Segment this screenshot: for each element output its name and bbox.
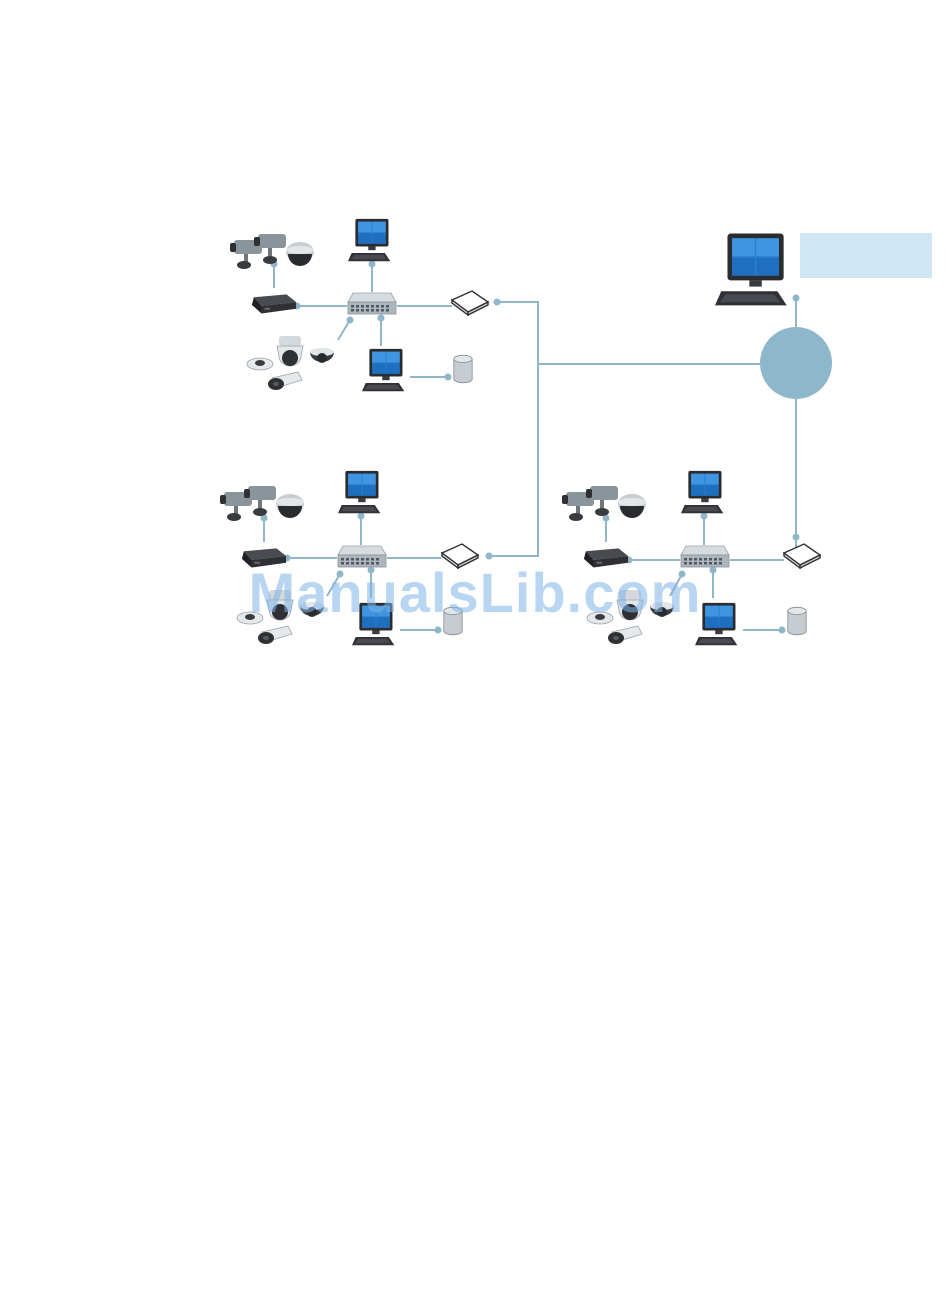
camera-group-icon	[220, 486, 304, 521]
computer-icon	[338, 471, 380, 513]
connection-dot	[369, 261, 376, 268]
connection-dot	[378, 315, 385, 322]
computer-icon	[362, 349, 404, 391]
router-icon	[452, 291, 488, 315]
connection-dot	[793, 534, 800, 541]
connection-dot	[486, 553, 493, 560]
connection-dot	[435, 627, 442, 634]
computer-icon	[681, 471, 723, 513]
connection-dot	[358, 513, 365, 520]
storage-icon	[454, 355, 472, 383]
watermark: ManualsLib.com	[0, 560, 950, 625]
connection-dot	[793, 295, 800, 302]
camera-group-icon	[230, 234, 314, 269]
dome-camera-group-icon	[247, 336, 334, 390]
network-switch-icon	[348, 293, 396, 314]
central-monitoring-pc-icon	[715, 234, 787, 306]
connection-dot	[779, 627, 786, 634]
video-encoder-icon	[252, 294, 296, 313]
connection-line	[489, 302, 538, 556]
connection-dot	[445, 374, 452, 381]
connection-dot	[701, 513, 708, 520]
computer-icon	[348, 219, 390, 261]
chapter-tab	[800, 233, 932, 278]
connection-dot	[494, 299, 501, 306]
network-cloud-icon	[760, 327, 832, 399]
camera-group-icon	[562, 486, 646, 521]
connection-dot	[347, 317, 354, 324]
